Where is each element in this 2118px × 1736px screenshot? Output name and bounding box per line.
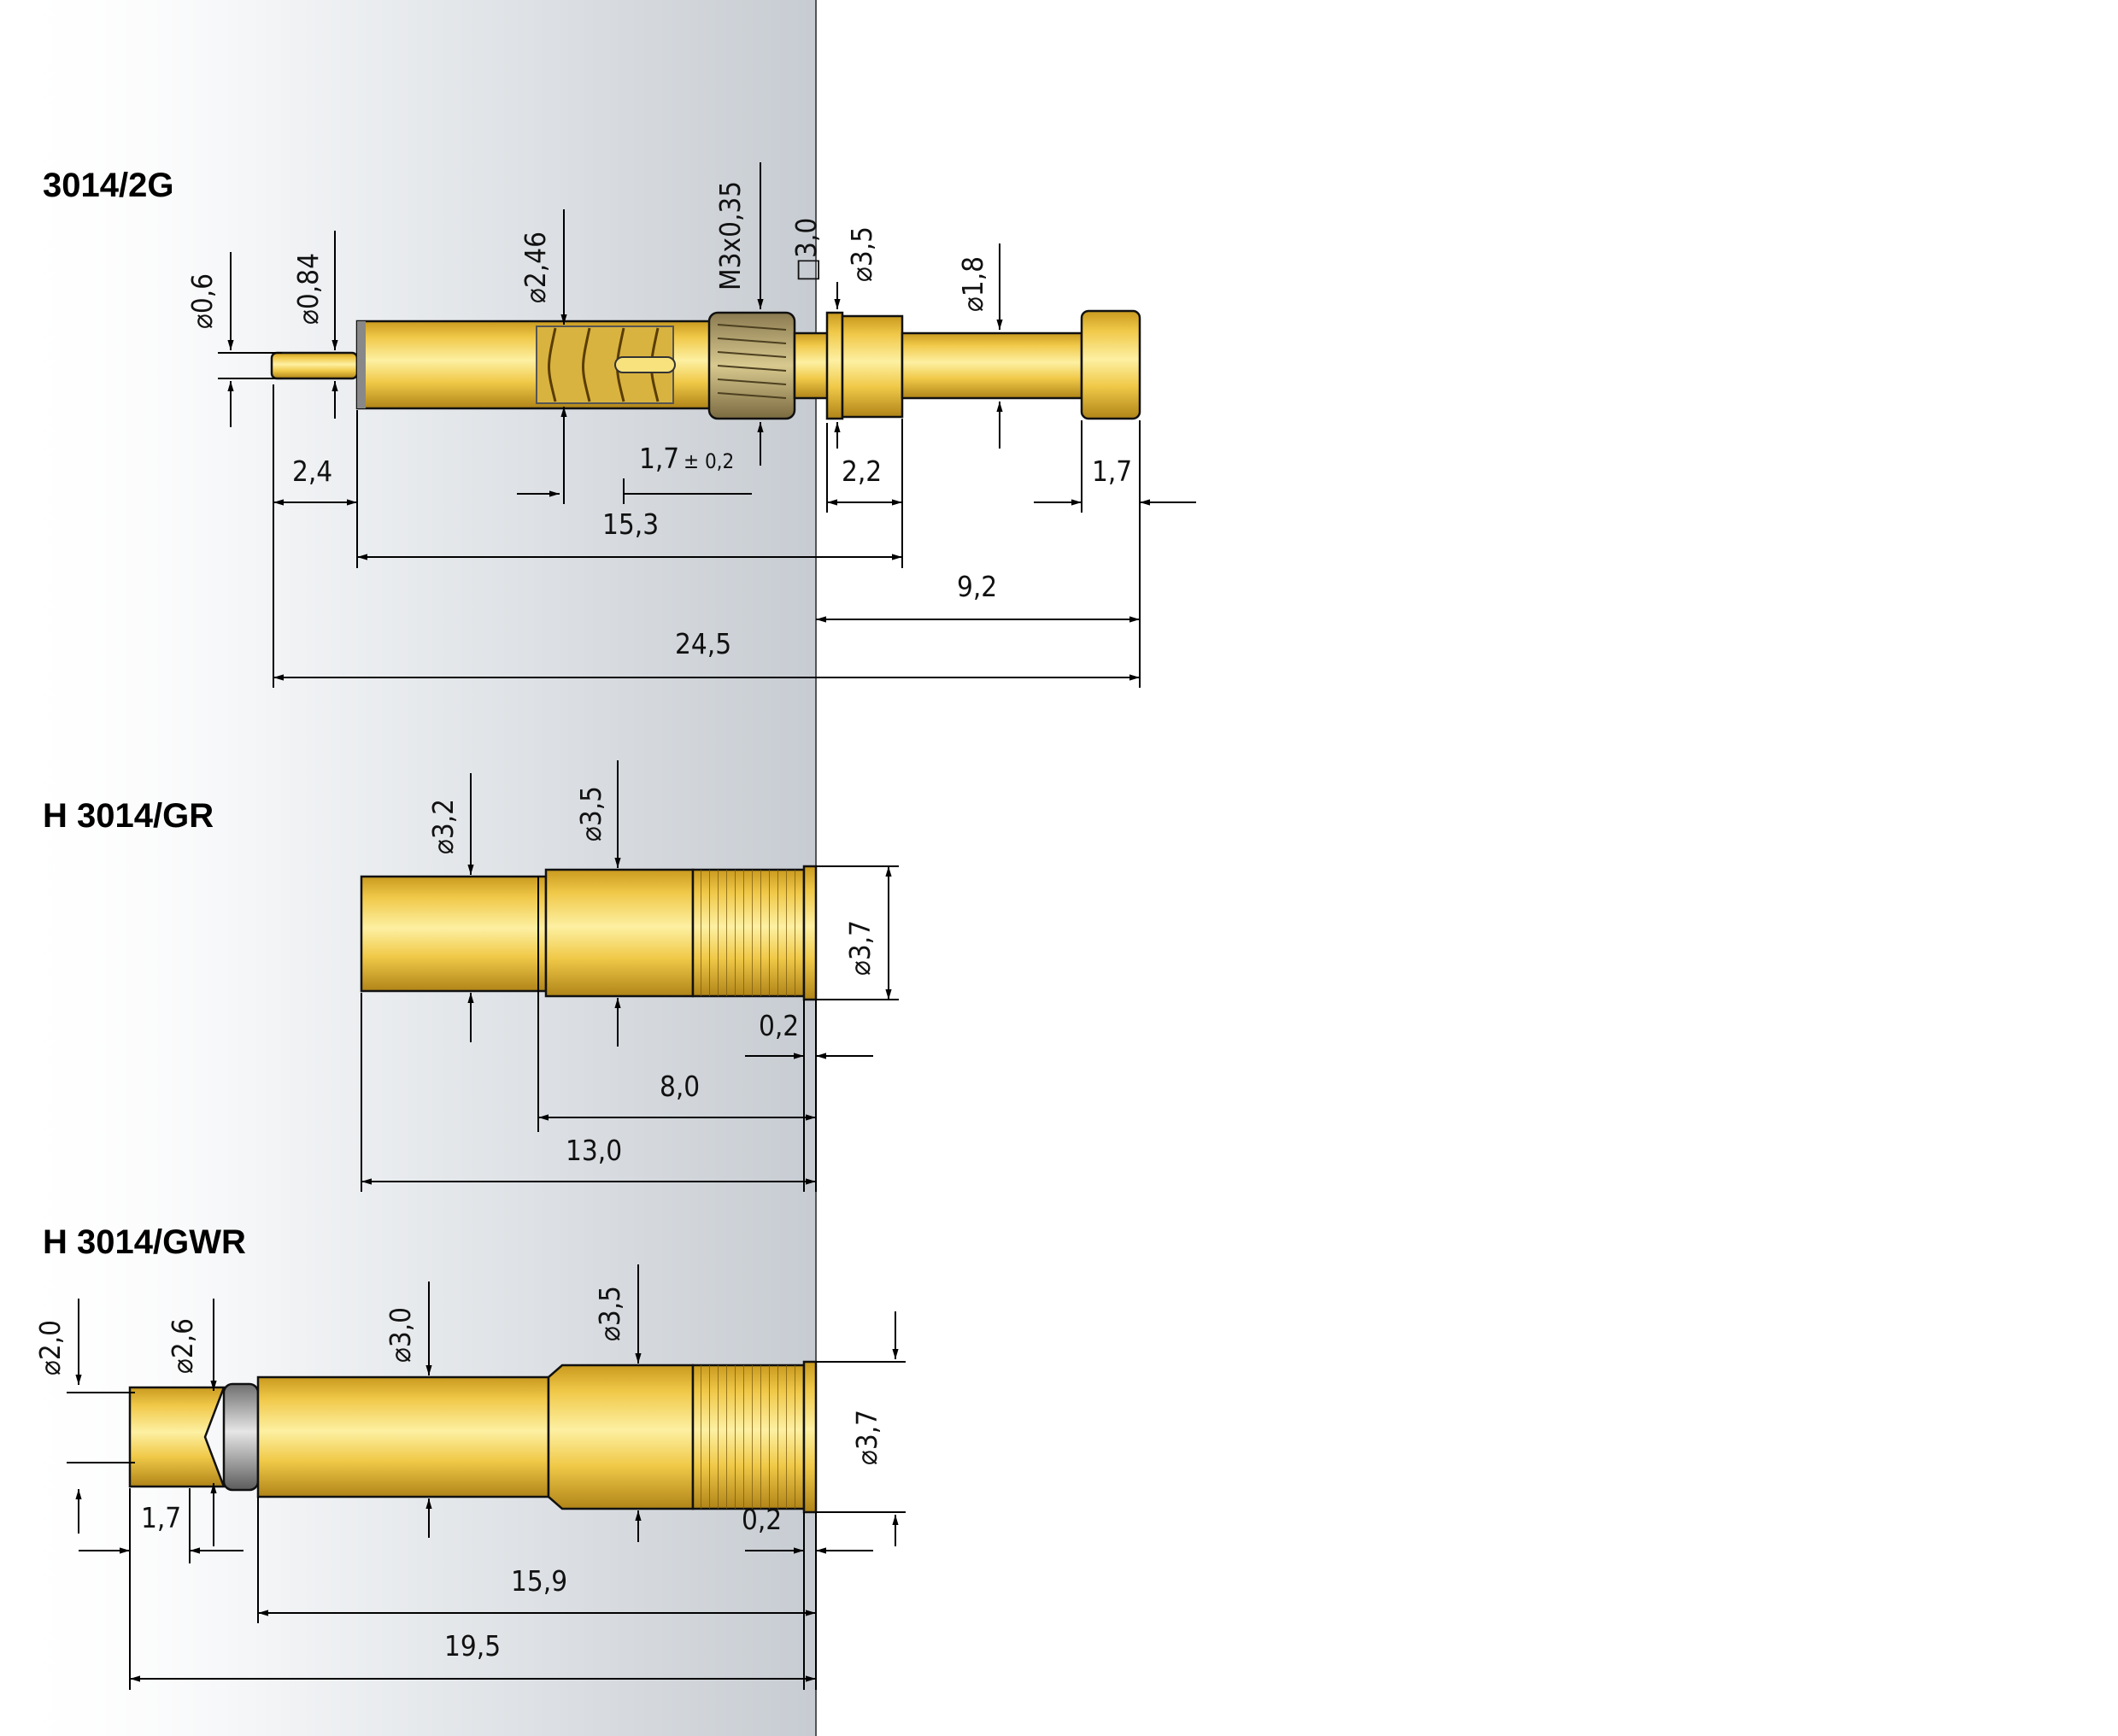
dim-total-length: 24,5	[675, 627, 731, 660]
dim-body-length: 15,3	[602, 507, 659, 541]
neck	[793, 331, 830, 400]
part-3014-2g: 3014/2G	[43, 162, 1196, 688]
dim-d2: ⌀3,5	[574, 786, 607, 842]
dim-cup-diameter: ⌀2,0	[33, 1320, 67, 1375]
crown-cup	[128, 1386, 226, 1488]
dim-thread: M3x0,35	[713, 181, 747, 290]
dim-d1: ⌀3,2	[426, 799, 460, 854]
pin-shaft	[901, 331, 1083, 400]
dim-pin-diameter: ⌀1,8	[956, 256, 989, 312]
dim-stroke: 1,7	[639, 442, 679, 475]
dim-collar-length: 2,2	[842, 455, 882, 488]
dim-stroke-tolerance: ± 0,2	[684, 449, 734, 473]
square-collar	[841, 314, 904, 419]
collar-ring	[825, 311, 844, 420]
part-title: H 3014/GR	[43, 797, 214, 835]
knurl-texture	[693, 1365, 804, 1509]
dim-tip-length: 2,4	[292, 455, 332, 488]
dim-collar-diameter: ⌀3,5	[845, 226, 878, 282]
dim-head-length: 1,7	[1092, 455, 1132, 488]
shaft-main	[256, 1375, 550, 1498]
dim-spring-diameter: ⌀2,46	[519, 232, 552, 303]
dim-gap: 0,2	[759, 1009, 799, 1042]
dim-d1: ⌀3,0	[384, 1307, 417, 1363]
dim-len1: 8,0	[660, 1070, 700, 1103]
insulator-ring	[222, 1382, 260, 1492]
end-flange	[802, 1360, 818, 1514]
dim-square: □3,0	[789, 218, 823, 282]
part-h-3014-gr: H 3014/GR ⌀3,2 ⌀3,5 ⌀3,7 0,2 8,0	[43, 760, 899, 1192]
dim-d2: ⌀3,5	[593, 1286, 626, 1341]
shaft-small	[360, 875, 548, 993]
part-title: 3014/2G	[43, 167, 173, 204]
dim-d3: ⌀3,7	[843, 920, 877, 976]
plunger-tip	[270, 351, 359, 380]
dim-front-length: 9,2	[957, 570, 997, 603]
dim-len1: 15,9	[511, 1564, 567, 1598]
dim-d3: ⌀3,7	[850, 1410, 883, 1465]
dim-len2: 13,0	[566, 1134, 622, 1167]
dim-len2: 19,5	[444, 1629, 501, 1663]
part-h-3014-gwr: H 3014/GWR	[33, 1223, 906, 1690]
dim-cup2-diameter: ⌀2,6	[166, 1318, 199, 1374]
pin-head	[1080, 309, 1141, 420]
shaft-mid	[544, 868, 695, 998]
dim-cup-length: 1,7	[141, 1501, 181, 1534]
end-flange	[802, 865, 818, 1001]
knurl-texture	[693, 870, 804, 996]
shaft-mid	[547, 1364, 695, 1510]
part-title: H 3014/GWR	[43, 1223, 246, 1261]
spring-window	[536, 326, 676, 404]
dim-tip-diameter: ⌀0,6	[185, 273, 219, 329]
dim-tip2-diameter: ⌀0,84	[291, 253, 325, 325]
barrel-edge	[357, 321, 366, 408]
dim-gap: 0,2	[742, 1503, 782, 1536]
